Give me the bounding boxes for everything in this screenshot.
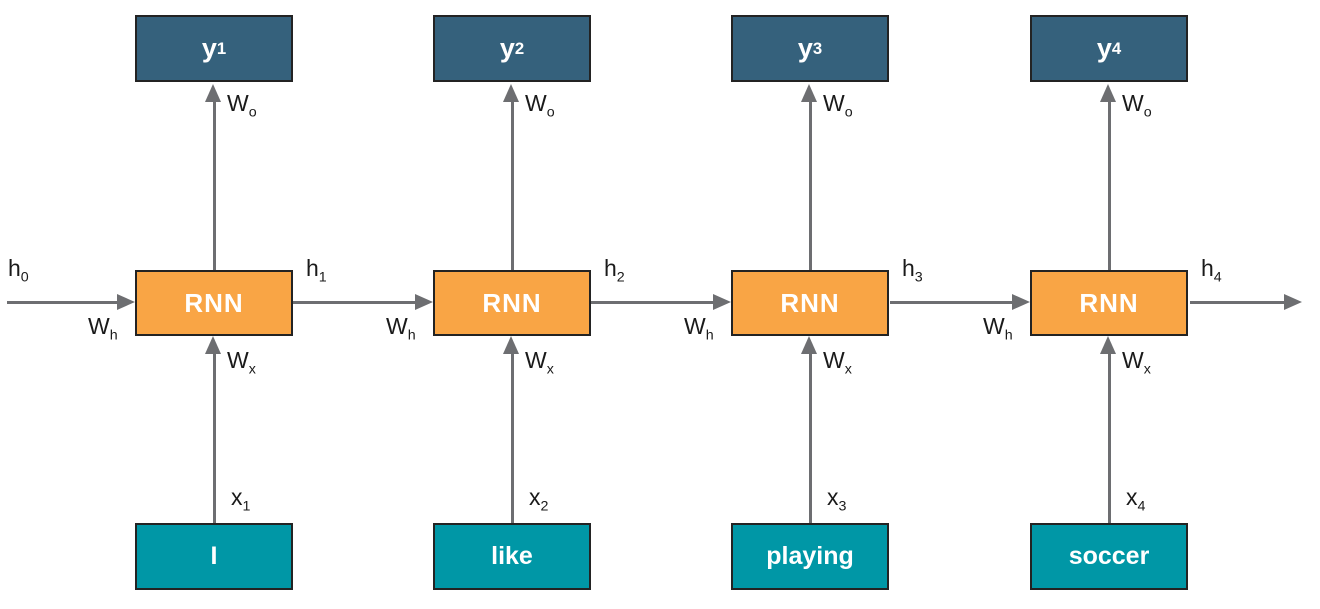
input-word-box-3: playing: [731, 523, 889, 590]
hidden-arrow-line-h2: [591, 301, 713, 304]
input-arrow-line: [213, 352, 216, 523]
hidden-state-label-h4: h4: [1201, 255, 1222, 286]
hidden-state-label-h3: h3: [902, 255, 923, 286]
rnn-cell-box-2: RNN: [433, 270, 591, 336]
arrowhead-right-icon: [713, 294, 731, 310]
input-word-box-4: soccer: [1030, 523, 1188, 590]
arrowhead-right-icon: [1012, 294, 1030, 310]
arrowhead-up-icon: [1100, 336, 1116, 354]
input-arrow-line: [1108, 352, 1111, 523]
input-word-box-2: like: [433, 523, 591, 590]
hidden-arrow-line-h3: [890, 301, 1012, 304]
input-vector-label: x2: [529, 484, 549, 515]
arrowhead-up-icon: [801, 84, 817, 102]
weight-hidden-label: Wh: [983, 313, 1013, 344]
weight-input-label: Wx: [525, 347, 554, 378]
arrowhead-up-icon: [503, 336, 519, 354]
arrowhead-up-icon: [801, 336, 817, 354]
arrowhead-up-icon: [503, 84, 519, 102]
hidden-arrow-line-h1: [293, 301, 415, 304]
input-word-box-1: I: [135, 523, 293, 590]
weight-output-label: Wo: [227, 90, 257, 121]
input-vector-label: x1: [231, 484, 251, 515]
arrowhead-up-icon: [205, 84, 221, 102]
output-arrow-line: [809, 100, 812, 270]
arrowhead-right-icon: [1284, 294, 1302, 310]
arrowhead-right-icon: [117, 294, 135, 310]
input-vector-label: x4: [1126, 484, 1146, 515]
weight-hidden-label: Wh: [88, 313, 118, 344]
weight-input-label: Wx: [227, 347, 256, 378]
input-arrow-line: [511, 352, 514, 523]
rnn-cell-box-1: RNN: [135, 270, 293, 336]
weight-output-label: Wo: [1122, 90, 1152, 121]
arrowhead-up-icon: [205, 336, 221, 354]
hidden-arrow-line-h0: [7, 301, 117, 304]
output-arrow-line: [213, 100, 216, 270]
arrowhead-right-icon: [415, 294, 433, 310]
weight-input-label: Wx: [823, 347, 852, 378]
hidden-state-label-h1: h1: [306, 255, 327, 286]
arrowhead-up-icon: [1100, 84, 1116, 102]
weight-output-label: Wo: [525, 90, 555, 121]
weight-input-label: Wx: [1122, 347, 1151, 378]
initial-hidden-state-label: h0: [8, 255, 29, 286]
input-vector-label: x3: [827, 484, 847, 515]
hidden-state-label-h2: h2: [604, 255, 625, 286]
rnn-cell-box-4: RNN: [1030, 270, 1188, 336]
weight-hidden-label: Wh: [684, 313, 714, 344]
output-arrow-line: [511, 100, 514, 270]
output-arrow-line: [1108, 100, 1111, 270]
hidden-arrow-line-h4: [1190, 301, 1284, 304]
input-arrow-line: [809, 352, 812, 523]
rnn-cell-box-3: RNN: [731, 270, 889, 336]
weight-hidden-label: Wh: [386, 313, 416, 344]
weight-output-label: Wo: [823, 90, 853, 121]
